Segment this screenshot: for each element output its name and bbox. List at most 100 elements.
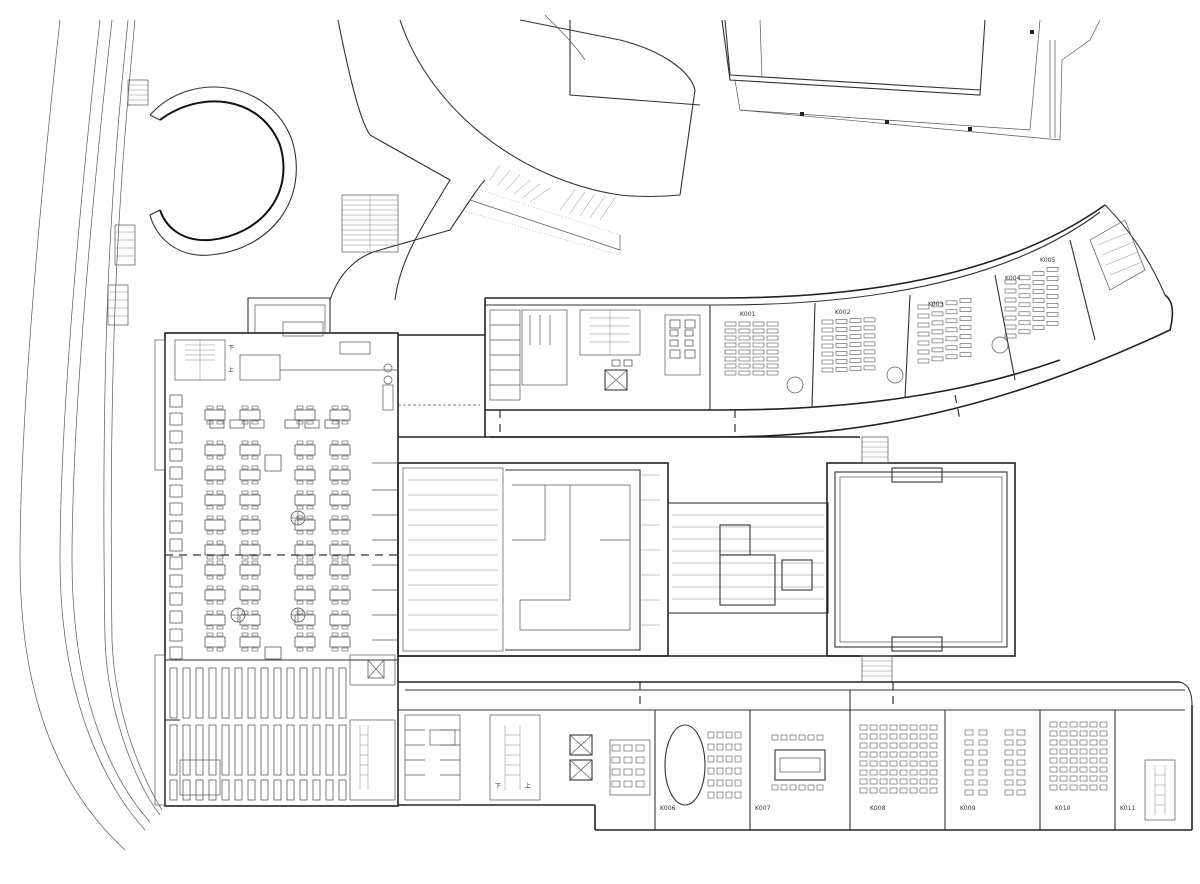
dining-chair (306, 585, 314, 590)
classroom-desk (1032, 307, 1045, 312)
shelf-unit (195, 667, 204, 719)
office-desk (611, 744, 621, 752)
dining-chair (251, 560, 259, 565)
dining-chair (331, 585, 339, 590)
curved-building-outline (329, 14, 701, 301)
classroom-desk (859, 724, 868, 731)
dining-chair (251, 440, 259, 445)
classroom-desk (1049, 775, 1058, 782)
classroom-desk (752, 356, 765, 362)
dining-chair (331, 600, 339, 605)
classroom-desk (724, 363, 737, 369)
dining-chair (241, 585, 249, 590)
classroom-desk (1032, 325, 1045, 330)
classroom-desk (869, 769, 878, 776)
classroom-desk (1018, 293, 1031, 299)
classroom-desk (917, 340, 930, 346)
classroom-desk (1079, 766, 1088, 773)
classroom-desk (931, 311, 944, 317)
dining-chair (296, 600, 304, 605)
dining-chair (331, 530, 339, 535)
dining-chair (216, 490, 224, 495)
office-desk (635, 756, 645, 764)
classroom-desk (863, 357, 876, 363)
classroom-desk (1089, 739, 1098, 746)
classroom-desk (1032, 289, 1045, 294)
dining-chair (241, 480, 249, 485)
classroom-desk (1046, 285, 1059, 290)
classroom-desk (917, 358, 930, 364)
shelf-unit (325, 724, 334, 776)
classroom-desk (929, 742, 938, 749)
shelf-unit (273, 724, 282, 776)
dining-chair (341, 625, 349, 630)
classroom-desk (859, 787, 868, 794)
classroom-desk (752, 342, 765, 348)
dining-chair (331, 490, 339, 495)
shelf-unit (325, 667, 334, 719)
classroom-desk (889, 760, 898, 767)
dining-chair (216, 480, 224, 485)
conference-chair (798, 734, 806, 741)
classroom-chair (707, 731, 715, 739)
classroom-chair (734, 767, 742, 775)
dining-table (329, 636, 351, 648)
room-label-K006: K006 (660, 805, 676, 812)
dining-chair (241, 505, 249, 510)
shelf-unit (286, 667, 295, 719)
dining-chair (296, 610, 304, 615)
dining-chair (241, 405, 249, 410)
classroom-chair (725, 779, 733, 787)
dining-chair (341, 530, 349, 535)
classroom-desk (1079, 757, 1088, 764)
conference-chair (816, 784, 824, 791)
classroom-desk (1099, 775, 1108, 782)
shelf-unit (260, 724, 269, 776)
dining-chair (331, 405, 339, 410)
classroom-desk (724, 370, 737, 376)
classroom-desk (835, 342, 848, 348)
classroom-chair (734, 755, 742, 763)
classroom-desk (835, 366, 848, 372)
classroom-desk (1079, 748, 1088, 755)
classroom-desk (931, 338, 944, 344)
classroom-desk (889, 724, 898, 731)
classroom-desk (859, 778, 868, 785)
office-desk (669, 339, 679, 347)
dining-table (329, 519, 351, 531)
classroom-desk (978, 739, 988, 746)
shelf-unit (195, 779, 204, 801)
classroom-desk (1004, 779, 1014, 786)
classroom-desk (849, 350, 862, 355)
classroom-desk (738, 335, 751, 341)
dining-chair (241, 647, 249, 652)
classroom-desk (1069, 757, 1078, 764)
dining-chair (306, 440, 314, 445)
dining-table (329, 469, 351, 481)
classroom-desk (1049, 748, 1058, 755)
classroom-desk (1046, 276, 1059, 281)
dining-table (304, 419, 320, 429)
classroom-desk (899, 751, 908, 758)
booth-table (169, 394, 183, 408)
dining-chair (331, 625, 339, 630)
dining-chair (241, 625, 249, 630)
classroom-desk (821, 335, 834, 341)
dining-tables (169, 394, 351, 660)
classroom-desk (869, 742, 878, 749)
dining-chair (216, 600, 224, 605)
booth-table (169, 628, 183, 642)
dining-chair (331, 575, 339, 580)
classroom-desk (945, 327, 958, 333)
dining-chair (341, 540, 349, 545)
classroom-desk (1059, 766, 1068, 773)
booth-table (169, 574, 183, 588)
dining-chair (251, 555, 259, 560)
circular-plaza (107, 79, 297, 326)
classroom-chair (725, 743, 733, 751)
classroom-desk (931, 302, 944, 308)
conference-chair (789, 784, 797, 791)
classroom-chair (707, 791, 715, 799)
classroom-desk (1069, 784, 1078, 791)
classroom-desk (869, 778, 878, 785)
